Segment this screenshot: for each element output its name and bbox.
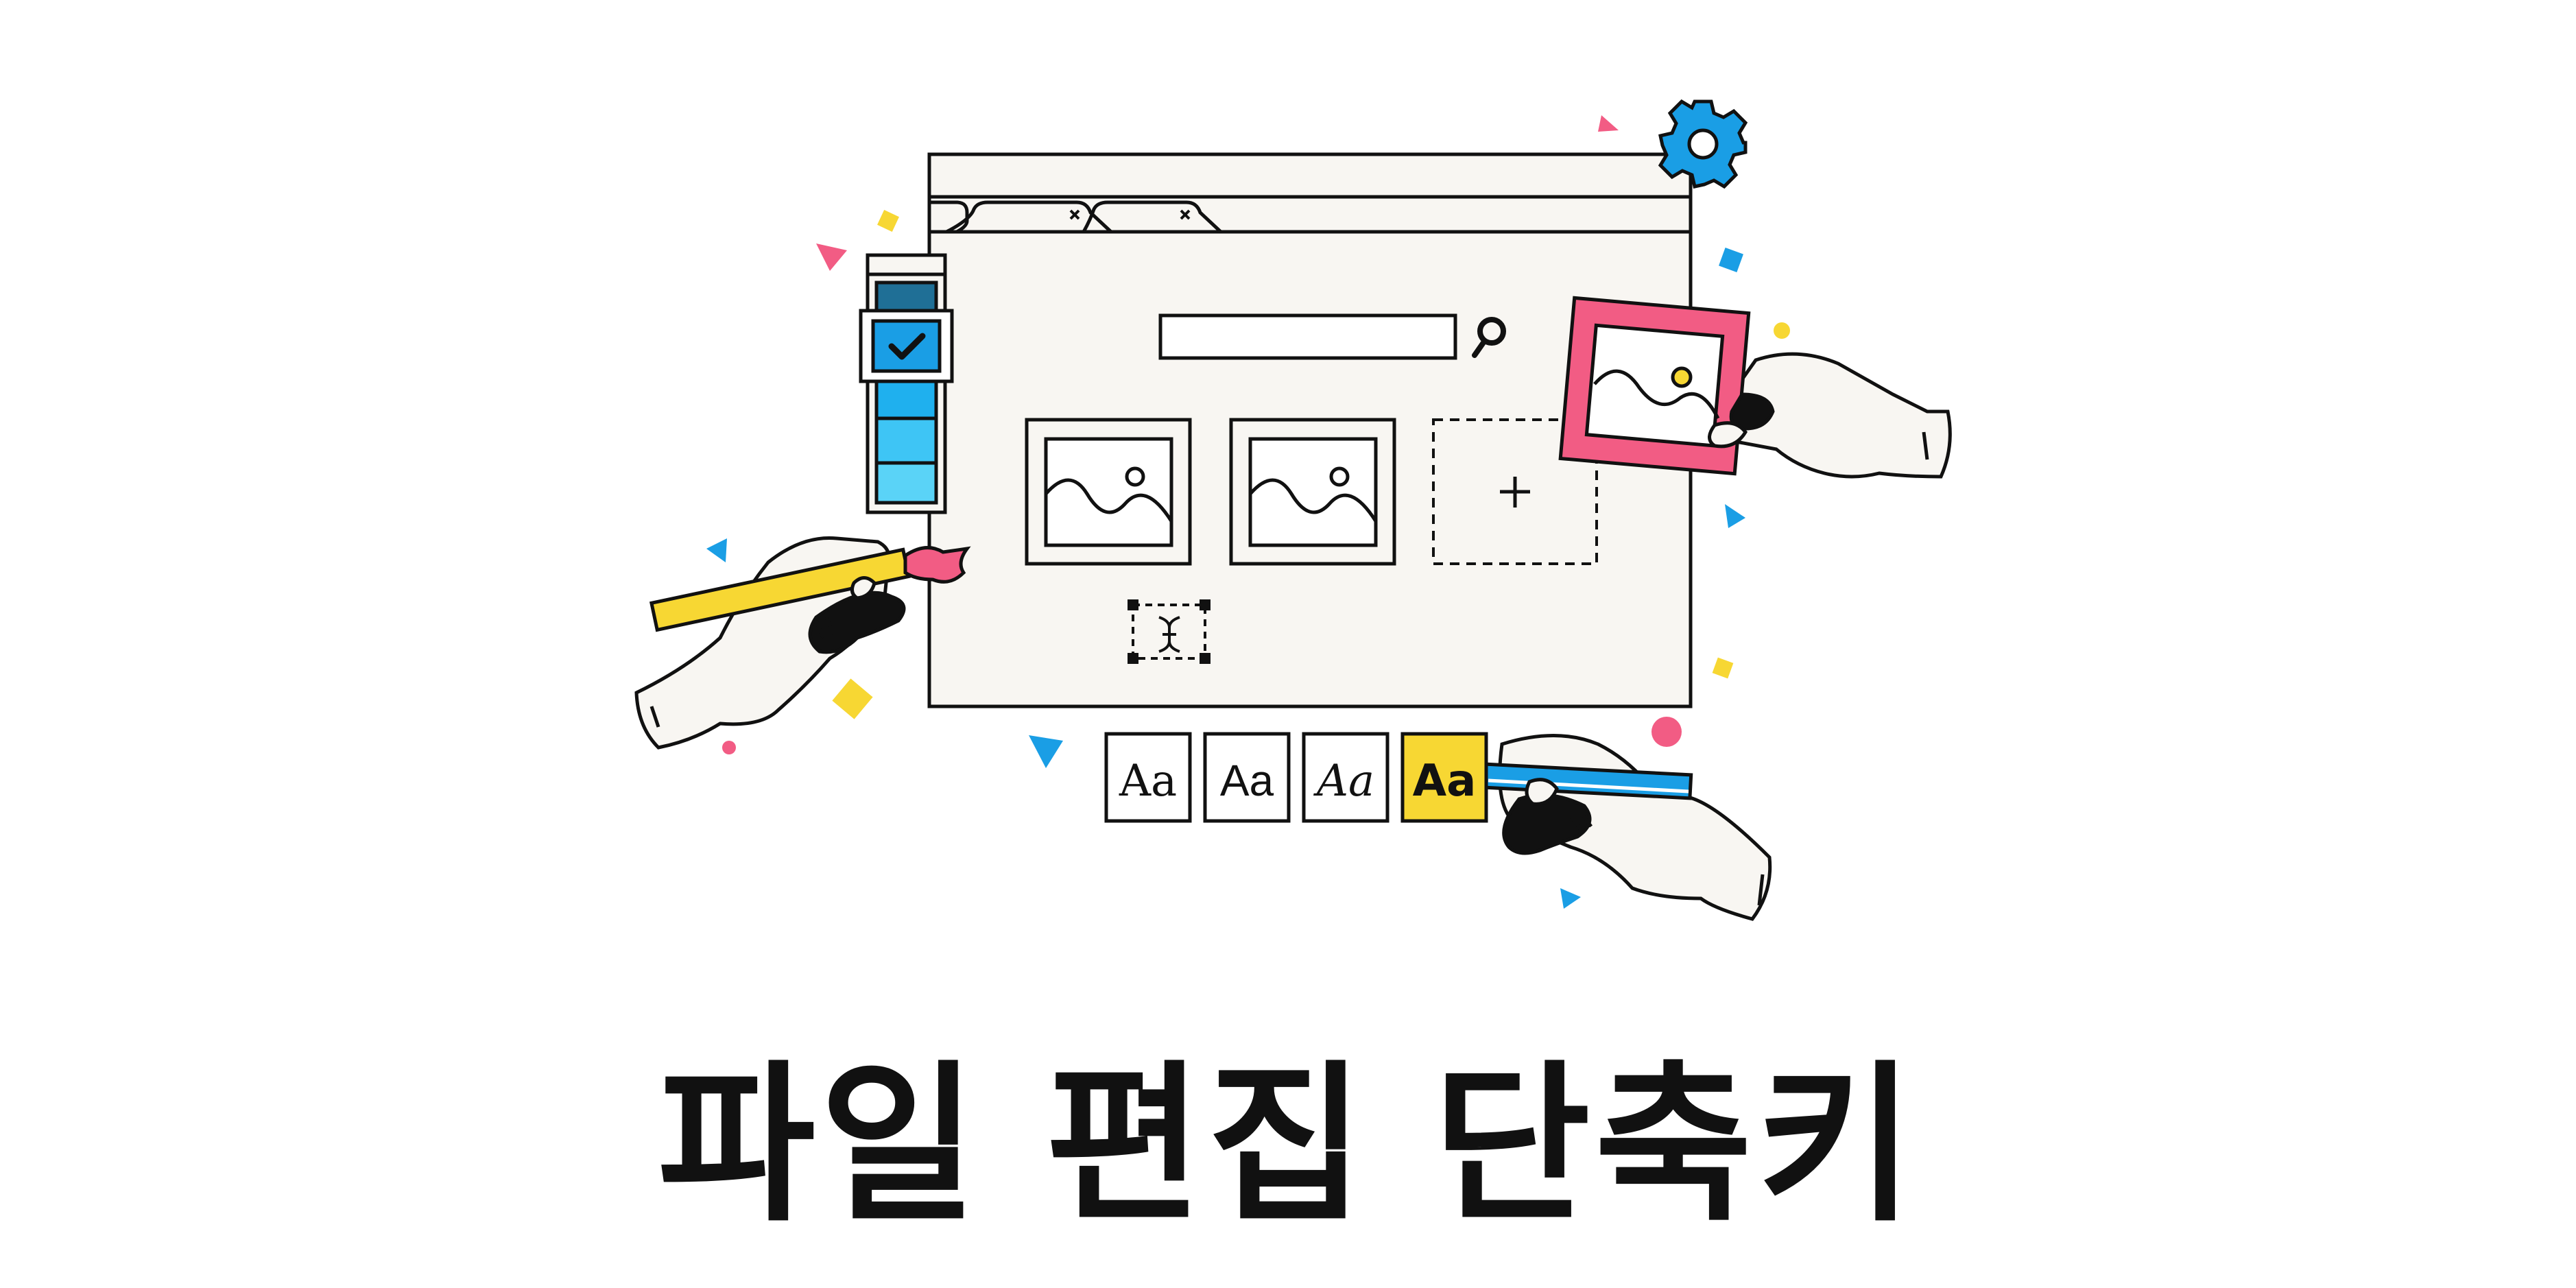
font-sample-serif: Aa xyxy=(1104,732,1192,823)
search-bar xyxy=(1158,313,1506,360)
font-sample-script: Aa xyxy=(1302,732,1390,823)
image-card xyxy=(1025,418,1192,566)
page-title: 파일 편집 단축키 xyxy=(657,1045,1919,1245)
image-card xyxy=(1229,418,1396,566)
editing-illustration: Aa Aa Aa Aa xyxy=(634,99,1952,921)
confetti xyxy=(706,115,1790,909)
font-sample-list: Aa Aa Aa Aa xyxy=(1104,732,1488,823)
hand-with-photo xyxy=(1558,296,1952,479)
check-icon xyxy=(888,333,926,360)
gear-icon xyxy=(1658,99,1748,189)
tab-close-icon xyxy=(1180,209,1191,220)
add-image-placeholder xyxy=(1432,418,1598,565)
font-sample-bold: Aa xyxy=(1400,732,1488,823)
font-sample-sans: Aa xyxy=(1203,732,1291,823)
hand-with-brush xyxy=(634,536,971,750)
font-sample-label: Aa xyxy=(1119,756,1177,807)
plus-icon xyxy=(1500,477,1530,508)
color-palette xyxy=(859,253,954,514)
font-sample-label: Aa xyxy=(1413,756,1477,807)
text-cursor-icon xyxy=(1128,599,1211,664)
font-sample-label: Aa xyxy=(1220,756,1274,805)
hand-with-pen xyxy=(1482,734,1772,921)
search-icon xyxy=(1472,317,1506,358)
tab-close-icon xyxy=(1069,209,1080,220)
font-sample-label: Aa xyxy=(1313,756,1374,807)
